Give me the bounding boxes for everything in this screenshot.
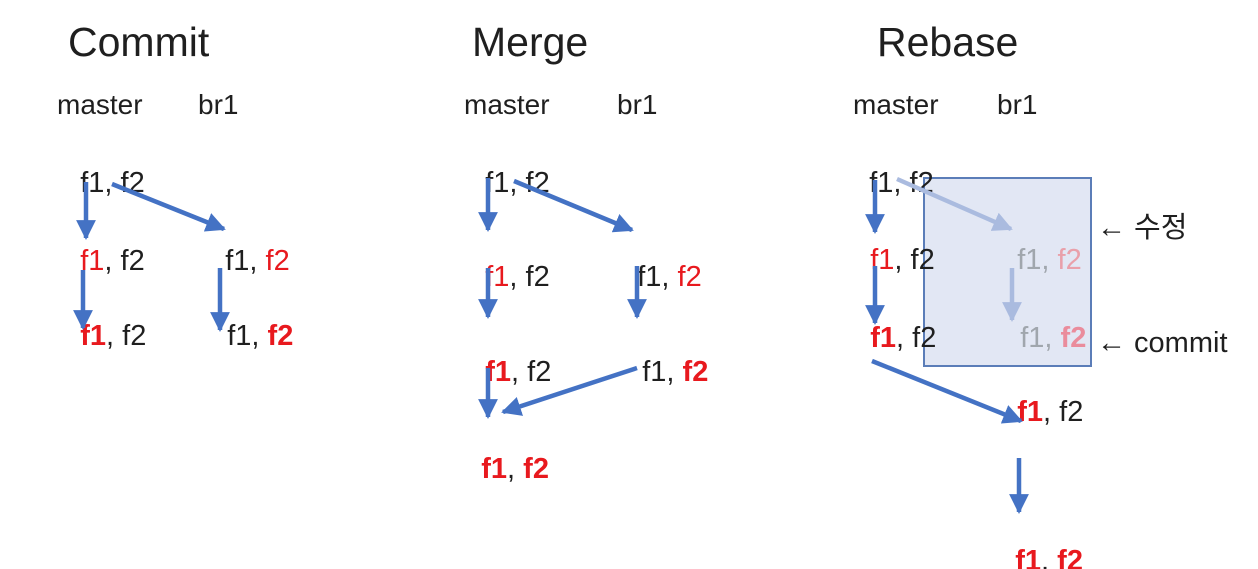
- commit-br1-state-modified: f1, f2: [193, 214, 290, 310]
- file-segment: , f2: [106, 319, 147, 352]
- file-segment: f2: [265, 244, 290, 277]
- commit-master-state-committed: f1, f2: [48, 289, 146, 385]
- rebase-annotation-commit: ← commit: [1097, 327, 1228, 359]
- merge-master-state-modified: f1, f2: [453, 230, 550, 326]
- file-segment: f1,: [225, 244, 266, 277]
- file-segment: f2: [1060, 321, 1087, 354]
- rebase-br1-branch-label: br1: [997, 89, 1038, 120]
- file-segment: f1,: [637, 260, 678, 293]
- file-segment: f2: [677, 260, 702, 293]
- file-segment: f1, f2: [869, 166, 934, 199]
- file-segment: f1: [485, 355, 512, 388]
- file-segment: f1, f2: [485, 166, 550, 199]
- file-segment: f1: [80, 244, 105, 277]
- file-segment: f2: [1057, 544, 1083, 569]
- merge-merged-state: f1, f2: [449, 422, 549, 518]
- file-segment: f1, f2: [80, 166, 145, 199]
- file-segment: , f2: [894, 243, 935, 276]
- file-segment: f1: [485, 260, 510, 293]
- file-segment: f1,: [227, 319, 268, 352]
- merge-section-title: Merge: [472, 19, 589, 65]
- commit-master-state-modified: f1, f2: [48, 214, 145, 310]
- rebase-annotation-modify: ← 수정: [1097, 212, 1188, 244]
- file-segment: f1: [80, 319, 107, 352]
- file-segment: , f2: [104, 244, 145, 277]
- file-segment: f1,: [642, 355, 683, 388]
- rebase-final-state: f1, f2: [983, 514, 1083, 569]
- merge-br1-branch-label: br1: [617, 89, 658, 120]
- commit-section-title: Commit: [68, 19, 210, 65]
- file-segment: , f2: [511, 355, 552, 388]
- rebase-master-state-committed: f1, f2: [838, 291, 936, 387]
- file-segment: f2: [1057, 243, 1082, 276]
- rebase-master-branch-label: master: [853, 89, 939, 120]
- merge-br1-state-modified: f1, f2: [605, 230, 702, 326]
- rebase-section-title: Rebase: [877, 19, 1019, 65]
- file-segment: f1: [870, 321, 897, 354]
- file-segment: ,: [1041, 544, 1058, 569]
- file-segment: f1: [1015, 544, 1042, 569]
- file-segment: ,: [507, 452, 524, 485]
- file-segment: f1,: [1017, 243, 1058, 276]
- file-segment: f1: [481, 452, 508, 485]
- file-segment: f2: [267, 319, 294, 352]
- rebase-replay-state-committed: f1, f2: [988, 291, 1086, 387]
- file-segment: , f2: [896, 321, 937, 354]
- commit-master-branch-label: master: [57, 89, 143, 120]
- merge-master-branch-label: master: [464, 89, 550, 120]
- commit-br1-branch-label: br1: [198, 89, 239, 120]
- commit-br1-state-committed: f1, f2: [195, 289, 293, 385]
- file-segment: f2: [682, 355, 709, 388]
- rebase-replay-state-modified: f1, f2: [985, 213, 1082, 309]
- file-segment: f2: [523, 452, 549, 485]
- file-segment: , f2: [1043, 395, 1084, 428]
- file-segment: f1: [870, 243, 895, 276]
- rebase-rebased-state: f1, f2: [985, 365, 1083, 461]
- file-segment: f1: [1017, 395, 1044, 428]
- merge-master-state-initial: f1, f2: [453, 136, 550, 232]
- file-segment: f1,: [1020, 321, 1061, 354]
- merge-master-state-committed: f1, f2: [453, 325, 551, 421]
- merge-br1-state-committed: f1, f2: [610, 325, 708, 421]
- file-segment: , f2: [509, 260, 550, 293]
